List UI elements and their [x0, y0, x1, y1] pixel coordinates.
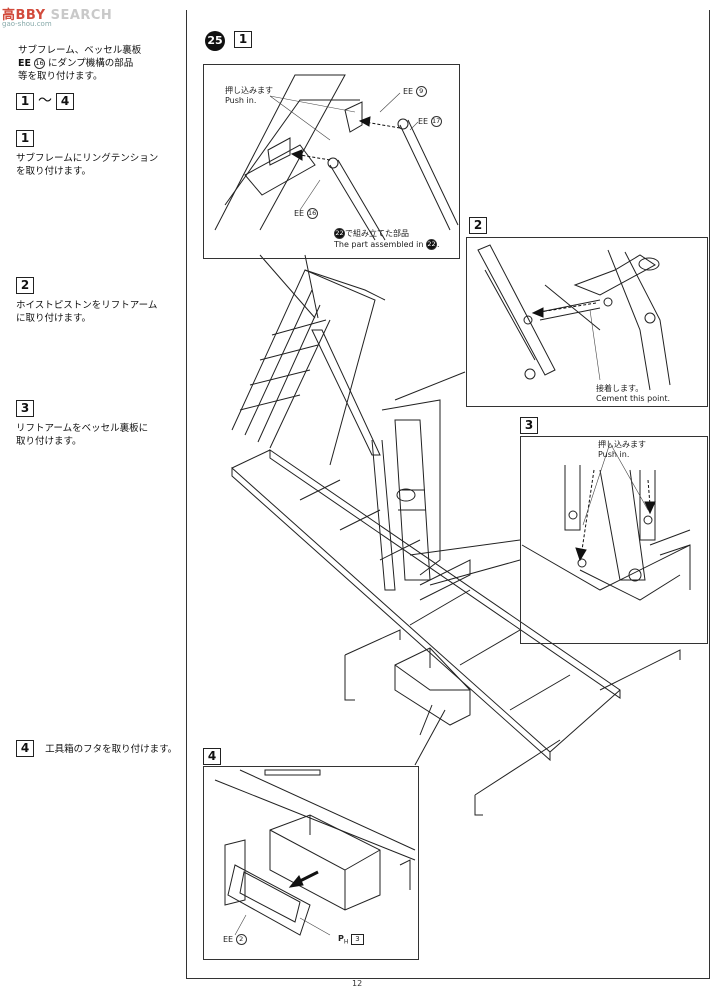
step-1-number: 1: [16, 130, 34, 147]
panel4-part-ph3: PH 3: [338, 934, 364, 948]
step-circle-number: 25: [205, 31, 225, 51]
panel3-number: 3: [520, 414, 538, 434]
panel1-part-ee17: EE 17: [418, 116, 442, 127]
intro-text: サブフレーム、ベッセル裏板 EE 16 にダンプ機構の部品 等を取り付けます。: [18, 45, 142, 82]
watermark-logo: 高BBY SEARCH: [2, 8, 113, 23]
detail-panel-4: [203, 766, 419, 960]
detail-panel-2: [466, 237, 708, 407]
step-range: 1〜4: [16, 90, 74, 110]
step-2-block: 2 ホイストピストンをリフトアーム に取り付けます。: [16, 277, 158, 324]
step-4-block: 4 工具箱のフタを取り付けます。: [16, 737, 177, 757]
panel1-part-ee16: EE 16: [294, 208, 318, 219]
frame-right: [709, 10, 710, 979]
panel4-part-ee2: EE 2: [223, 934, 247, 945]
frame-bottom: [186, 978, 710, 979]
page-number: 12: [352, 979, 363, 988]
step-1-block: 1 サブフレームにリングテンション を取り付けます。: [16, 130, 159, 177]
detail-panel-3: [520, 436, 708, 644]
step-2-number: 2: [16, 277, 34, 294]
panel1-assembled-label: 22で組み立てた部品 The part assembled in 22.: [334, 228, 440, 250]
step-4-number: 4: [16, 740, 34, 757]
step-3-block: 3 リフトアームをベッセル裏板に 取り付けます。: [16, 400, 149, 447]
detail-panel-1: [203, 64, 460, 259]
column-divider: [186, 10, 187, 978]
watermark-url: gao-shou.com: [2, 20, 52, 28]
panel3-push-label: 押し込みます Push in.: [598, 440, 646, 459]
step-box-number: 1: [234, 31, 253, 48]
panel2-cement-label: 接着します。 Cement this point.: [596, 384, 671, 403]
panel2-number: 2: [469, 214, 487, 234]
step-3-number: 3: [16, 400, 34, 417]
panel4-number: 4: [203, 745, 221, 765]
panel1-part-ee9: EE 9: [403, 86, 427, 97]
panel1-push-label: 押し込みます Push in.: [225, 86, 273, 105]
main-step-header: 25 1: [205, 29, 253, 51]
